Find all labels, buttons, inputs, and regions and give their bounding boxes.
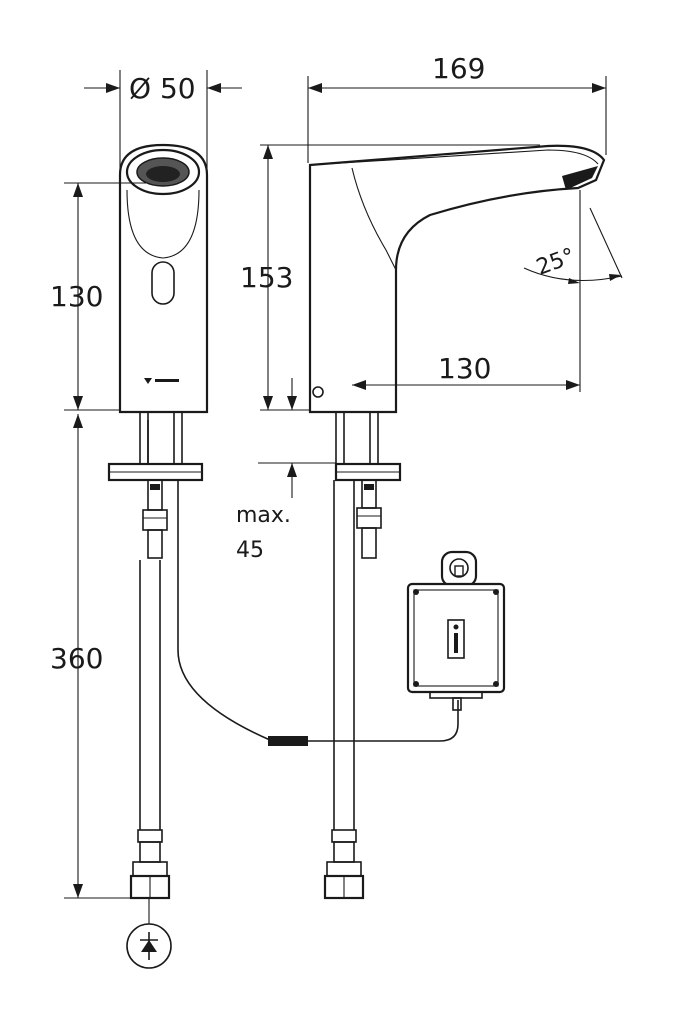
cable-connector xyxy=(268,736,308,746)
brand-logo xyxy=(144,378,179,384)
height-front-dimension: 130 xyxy=(50,182,146,411)
angle-label: 25° xyxy=(533,244,578,281)
sensor-window xyxy=(151,261,175,305)
base-max-value: 45 xyxy=(236,538,264,563)
front-tap-body xyxy=(118,143,209,414)
control-box xyxy=(406,550,506,711)
hose-length-dimension: 360 xyxy=(50,414,132,899)
reach-dimension: 130 xyxy=(352,190,581,392)
angle-dimension: 25° xyxy=(523,207,623,284)
diameter-dimension: Ø 50 xyxy=(84,70,242,175)
side-connector xyxy=(356,479,382,559)
base-max-label: max. xyxy=(236,503,291,528)
reach-label: 130 xyxy=(438,352,491,385)
height-side-label: 153 xyxy=(240,261,293,294)
height-side-dimension: 153 xyxy=(240,144,540,411)
base-max-dimension: max. 45 xyxy=(236,378,336,563)
height-front-label: 130 xyxy=(50,280,103,313)
info-icon xyxy=(447,619,465,659)
side-sensor-dot xyxy=(312,386,324,398)
front-connector xyxy=(142,479,168,559)
sensor-cable xyxy=(177,480,271,741)
front-hose-fitting xyxy=(129,829,171,900)
width-dimension: 169 xyxy=(307,52,607,163)
diameter-label: Ø 50 xyxy=(129,72,196,105)
side-hose-fitting xyxy=(323,829,365,900)
side-tap-body xyxy=(308,144,606,414)
hose-length-label: 360 xyxy=(50,642,103,675)
front-view: Ø 50 xyxy=(50,70,459,969)
check-valve-icon xyxy=(126,923,172,969)
width-label: 169 xyxy=(432,52,485,85)
side-view: 169 153 max. 45 xyxy=(236,52,623,900)
